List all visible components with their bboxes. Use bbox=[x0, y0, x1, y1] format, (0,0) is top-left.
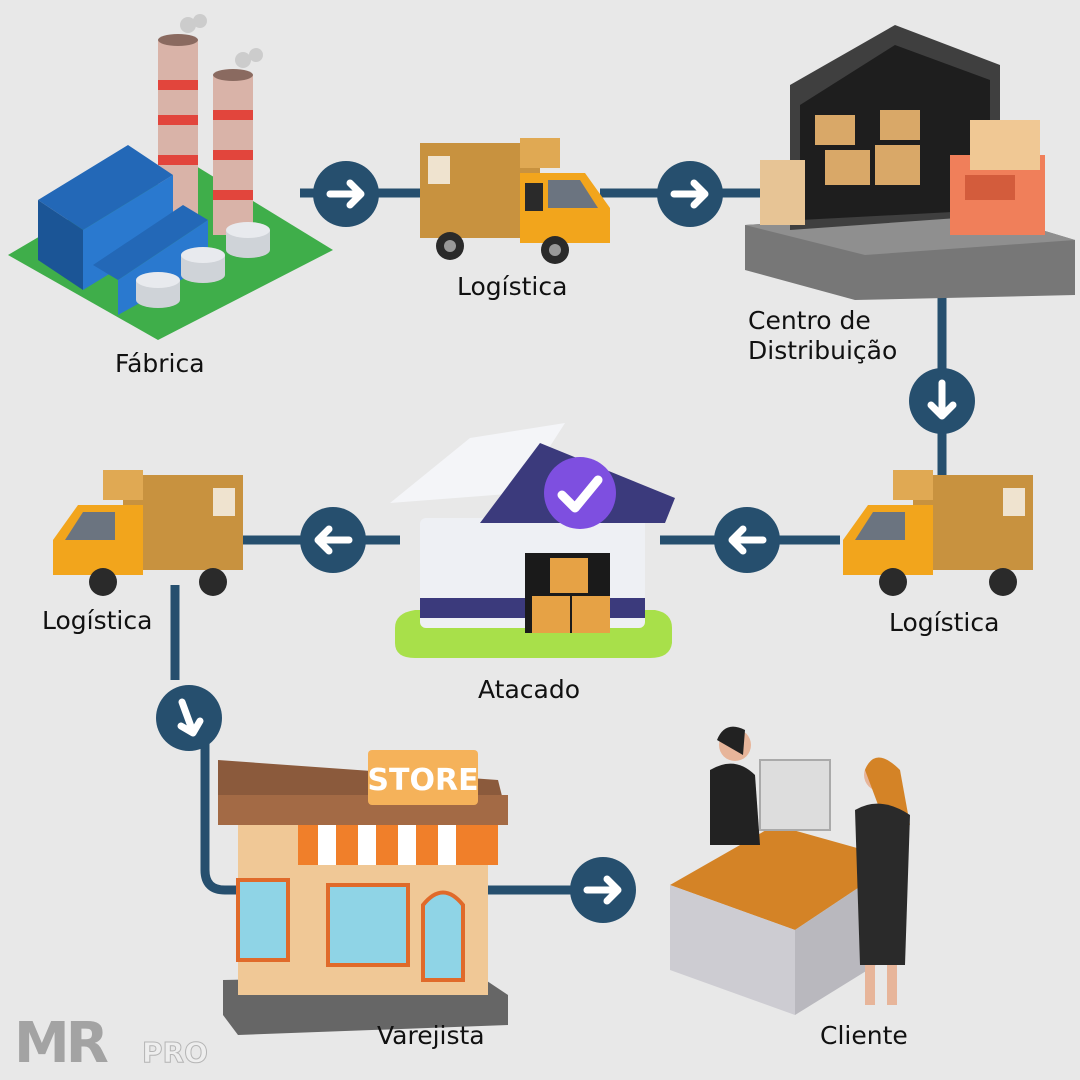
arrow-right-icon bbox=[570, 857, 636, 923]
arrow-down-icon bbox=[909, 368, 975, 434]
label-logistica-2: Logística bbox=[889, 608, 1000, 637]
label-centro-distribuicao: Centro de Distribuição bbox=[748, 306, 948, 366]
store-sign-text: STORE bbox=[367, 763, 478, 798]
wholesale-icon bbox=[390, 423, 675, 658]
label-logistica-1: Logística bbox=[457, 272, 568, 301]
label-centro-line-1: Centro de bbox=[748, 306, 871, 335]
arrow-left-icon bbox=[300, 507, 366, 573]
arrow-left-icon bbox=[714, 507, 780, 573]
label-atacado: Atacado bbox=[478, 675, 581, 704]
store-icon: STORE bbox=[218, 750, 508, 1035]
svg-text:PRO: PRO bbox=[142, 1036, 208, 1067]
factory-icon bbox=[8, 14, 333, 340]
truck-icon bbox=[843, 470, 1033, 596]
svg-text:MR: MR bbox=[14, 1012, 108, 1067]
mr-pro-logo: MR PRO bbox=[14, 1012, 208, 1067]
arrow-right-icon bbox=[313, 161, 379, 227]
label-centro-line-2: Distribuição bbox=[748, 336, 898, 365]
label-varejista: Varejista bbox=[377, 1021, 485, 1050]
label-logistica-3: Logística bbox=[42, 606, 153, 635]
truck-icon bbox=[420, 138, 610, 264]
label-fabrica: Fábrica bbox=[115, 349, 205, 378]
truck-icon bbox=[53, 470, 243, 596]
connector-logistica-varejista bbox=[170, 585, 240, 895]
distribution-center-icon bbox=[745, 25, 1075, 300]
label-cliente: Cliente bbox=[820, 1021, 908, 1050]
customer-counter-icon bbox=[670, 726, 910, 1015]
arrow-down-right-icon bbox=[156, 685, 222, 751]
arrow-right-icon bbox=[657, 161, 723, 227]
